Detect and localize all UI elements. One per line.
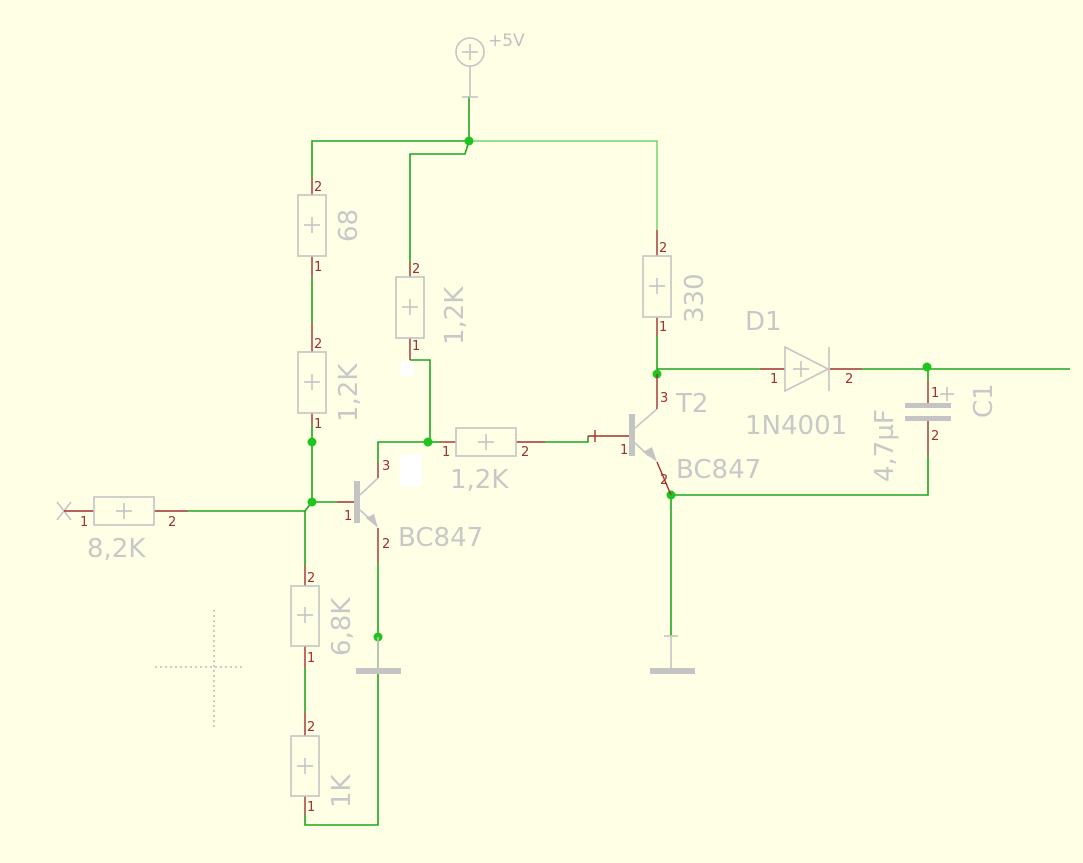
resistor-330[interactable]: 2 1 330 (642, 230, 710, 336)
resistor-8k2[interactable]: 1 2 8,2K (56, 496, 188, 564)
pin-number: 2 (307, 720, 315, 735)
wire-rbase-t2[interactable] (545, 436, 589, 443)
pin-number: 2 (845, 372, 853, 387)
diode-d1[interactable]: 1 2 D1 1N4001 (745, 307, 862, 441)
resistor-value: 6,8K (327, 597, 357, 656)
pin-number: 1 (931, 386, 939, 401)
wire-rmid-collector[interactable] (410, 359, 431, 442)
wire-bottom-loop[interactable] (304, 637, 379, 826)
diode-name: D1 (745, 307, 782, 337)
capacitor-plate (905, 416, 951, 421)
resistor-1k2-base[interactable]: 1 2 1,2K (440, 427, 545, 495)
wire-t1-collector[interactable] (377, 441, 428, 462)
pin-number: 1 (314, 260, 322, 275)
pin-number: 2 (660, 473, 668, 488)
ground-t2[interactable] (650, 635, 695, 674)
pin-number: 3 (660, 391, 668, 406)
resistor-68[interactable]: 2 1 68 (297, 178, 364, 277)
pin-number: 1 (80, 515, 88, 530)
pin-number: 1 (770, 372, 778, 387)
pin-number: 2 (659, 241, 667, 256)
emitter-arrow-icon (366, 514, 378, 528)
pin-number: 2 (314, 180, 322, 195)
pin-number: 1 (307, 800, 315, 815)
pin-number: 1 (307, 651, 315, 666)
pin-number: 1 (314, 417, 322, 432)
pin-number: 2 (314, 337, 322, 352)
supply-symbol[interactable]: +5V (455, 31, 525, 98)
resistor-value: 1K (327, 773, 357, 808)
pin-number: 2 (931, 429, 939, 444)
pin-number: 3 (382, 459, 390, 474)
transistor-type: BC847 (676, 455, 761, 485)
pin-number: 2 (382, 537, 390, 552)
resistor-value: 330 (680, 273, 710, 323)
transistor-base-bar (629, 414, 635, 456)
wire-rail-left[interactable] (311, 140, 469, 178)
junction-collector (423, 437, 433, 447)
resistor-6k8[interactable]: 2 1 6,8K (290, 565, 357, 668)
capacitor-plate (905, 403, 951, 408)
supply-label: +5V (488, 31, 525, 51)
resistor-value: 1,2K (334, 363, 364, 422)
junctions (307, 136, 932, 642)
wire-rail-right[interactable] (469, 140, 658, 230)
resistor-value: 68 (334, 209, 364, 242)
transistor-name: T2 (675, 389, 708, 419)
emitter-arrow-icon (643, 447, 657, 462)
selection-marker (400, 454, 422, 486)
selection-marker (400, 362, 414, 376)
resistor-1k2-mid[interactable]: 2 1 1,2K (395, 262, 470, 360)
pin-number: 2 (307, 571, 315, 586)
ground-icon (356, 668, 401, 674)
pin-number: 1 (620, 443, 628, 458)
junction-left-442 (307, 437, 317, 447)
resistor-1k2-left[interactable]: 2 1 1,2K (297, 322, 364, 432)
wire-cap-bottom[interactable] (671, 455, 929, 496)
pin-number: 2 (412, 262, 420, 277)
diode-value: 1N4001 (745, 411, 847, 441)
pin-number: 1 (412, 339, 420, 354)
ground-t1[interactable] (356, 637, 401, 674)
capacitor-c1[interactable]: 1 2 4,7µF C1 (870, 380, 999, 482)
pin-number: 1 (442, 445, 450, 460)
transistor-base-bar (354, 481, 360, 523)
resistor-value: 1,2K (450, 465, 509, 495)
junction-supply (464, 136, 474, 146)
junction-output (922, 362, 932, 372)
transistor-t1[interactable]: 1 3 2 BC847 (337, 459, 483, 563)
pin-number: 2 (168, 515, 176, 530)
transistor-type: BC847 (398, 523, 483, 553)
pin-number: 2 (521, 445, 529, 460)
transistor-t2[interactable]: 1 3 2 T2 BC847 (588, 374, 761, 496)
capacitor-value: 4,7µF (870, 409, 900, 482)
pin-number: 1 (344, 509, 352, 524)
cursor-crosshair-icon (155, 610, 242, 727)
wire-rail-mid[interactable] (409, 140, 470, 262)
resistor-value: 8,2K (87, 534, 146, 564)
junction-input (307, 497, 317, 507)
wire-input[interactable] (188, 501, 313, 512)
pin-number: 1 (659, 320, 667, 335)
resistor-value: 1,2K (440, 286, 470, 345)
capacitor-name: C1 (969, 383, 999, 418)
ground-icon (650, 668, 695, 674)
resistor-1k[interactable]: 2 1 1K (290, 712, 357, 815)
